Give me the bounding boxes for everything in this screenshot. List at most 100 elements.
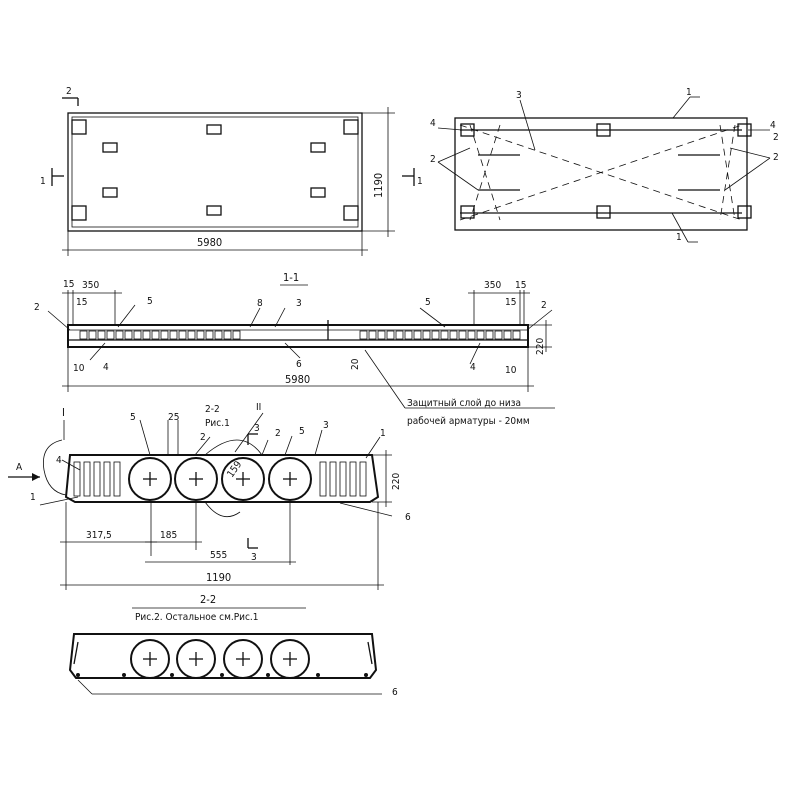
cs-callout-1-right: 1 <box>380 428 386 439</box>
stirrup <box>422 330 431 340</box>
stirrup <box>169 330 178 340</box>
stirrup <box>449 330 458 340</box>
stirrup <box>178 330 187 340</box>
cage-bar <box>103 461 111 497</box>
stirrup <box>142 330 151 340</box>
s22-bars <box>76 673 368 677</box>
cage-left <box>73 461 121 497</box>
bar-dot <box>364 673 368 677</box>
s11-callout-4-left: 4 <box>103 362 109 373</box>
s11-callout-5-left: 5 <box>147 296 153 307</box>
section-1-1-title: 1-1 <box>283 271 299 284</box>
stirrup <box>79 330 88 340</box>
stirrup <box>106 330 115 340</box>
cage-bar <box>349 461 357 497</box>
stirrup <box>196 330 205 340</box>
s11-d15-right: 15 <box>515 280 526 291</box>
stirrup <box>485 330 494 340</box>
cs-view-arrow-label: A <box>16 462 23 473</box>
void-circle <box>268 457 312 501</box>
stirrup <box>467 330 476 340</box>
s11-d220: 220 <box>535 338 546 355</box>
section-mark-right: 1 <box>417 176 423 187</box>
cs-callout-5-left: 5 <box>130 412 136 423</box>
section-1-1: 1-1 15 350 15 350 15 15 220 10 10 20 <box>34 271 555 427</box>
s22-callout-6: 6 <box>392 687 398 698</box>
void-circle <box>174 457 218 501</box>
cs-section-ref-2-2: 2-2 <box>205 404 220 415</box>
stirrup <box>151 330 160 340</box>
s11-note-line2: рабочей арматуры - 20мм <box>407 415 530 427</box>
cs-detail-mark-2: II <box>256 402 261 413</box>
s11-callout-4-right: 4 <box>470 362 476 373</box>
stirrup <box>503 330 512 340</box>
cs-callout-4: 4 <box>56 455 62 466</box>
cage-bar <box>73 461 81 497</box>
bar-dot <box>76 673 80 677</box>
rp-label-2-right-2: 2 <box>773 152 779 163</box>
cs-d25: 25 <box>168 412 179 423</box>
s22-void-openings <box>130 639 310 679</box>
cs-callout-5-right: 5 <box>299 426 305 437</box>
void-circle <box>270 639 310 679</box>
rp-label-4-right: 4 <box>770 120 776 131</box>
stirrup <box>404 330 413 340</box>
stirrup <box>368 330 377 340</box>
section-2-2: 2-2 Рис.2. Остальное см.Рис.1 6 <box>68 593 398 698</box>
stirrup <box>97 330 106 340</box>
cage-right <box>319 461 367 497</box>
cs-section-ref-ris1: Рис.1 <box>205 418 230 429</box>
s11-d10-right: 10 <box>505 365 517 376</box>
void-circle <box>176 639 216 679</box>
cs-section3-bottom: 3 <box>251 552 257 563</box>
plan-width-dim: 5980 <box>197 236 222 249</box>
cage-bar <box>113 461 121 497</box>
s11-note-line1: Защитный слой до низа <box>407 398 521 409</box>
stirrup <box>223 330 232 340</box>
s11-d350-left: 350 <box>82 280 99 291</box>
bar-dot <box>220 673 224 677</box>
stirrup <box>431 330 440 340</box>
section-mark-left: 1 <box>40 176 46 187</box>
s22-caption: Рис.2. Остальное см.Рис.1 <box>135 612 259 623</box>
s11-callout-2-right: 2 <box>541 300 547 311</box>
void-circle <box>221 457 265 501</box>
stirrup <box>124 330 133 340</box>
stirrup <box>440 330 449 340</box>
cs-overall: 1190 <box>206 571 231 584</box>
s11-callout-6: 6 <box>296 359 302 370</box>
cs-d185: 185 <box>160 530 177 541</box>
rp-label-2-right-1: 2 <box>773 132 779 143</box>
cage-bar <box>329 461 337 497</box>
stirrup <box>205 330 214 340</box>
bar-dot <box>122 673 126 677</box>
s11-d15-left-2: 15 <box>76 297 87 308</box>
cs-callout-2-right: 2 <box>275 428 281 439</box>
rp-label-1-top: 1 <box>686 87 692 98</box>
cs-detail-mark-1: I <box>62 406 65 419</box>
bar-dot <box>266 673 270 677</box>
stirrup <box>359 330 368 340</box>
stirrup <box>115 330 124 340</box>
bar-dot <box>316 673 320 677</box>
stirrup <box>88 330 97 340</box>
cs-d220: 220 <box>391 473 402 490</box>
plan-height-dim: 1190 <box>372 173 385 198</box>
cage-bar <box>93 461 101 497</box>
plan-view: 5980 1190 1 1 2 <box>40 86 423 256</box>
cs-d555: 555 <box>210 550 227 561</box>
s11-d350-right: 350 <box>484 280 501 291</box>
cage-bar <box>83 461 91 497</box>
cs-callout-3: 3 <box>323 420 329 431</box>
s11-d20: 20 <box>350 358 361 370</box>
s11-callout-8: 8 <box>257 298 263 309</box>
cage-bar <box>339 461 347 497</box>
stirrup <box>187 330 196 340</box>
s11-d15-right-2: 15 <box>505 297 516 308</box>
stirrup <box>413 330 422 340</box>
stirrup <box>494 330 503 340</box>
cs-diameter: 159 <box>225 459 244 480</box>
void-circle <box>223 639 263 679</box>
stirrup <box>133 330 142 340</box>
